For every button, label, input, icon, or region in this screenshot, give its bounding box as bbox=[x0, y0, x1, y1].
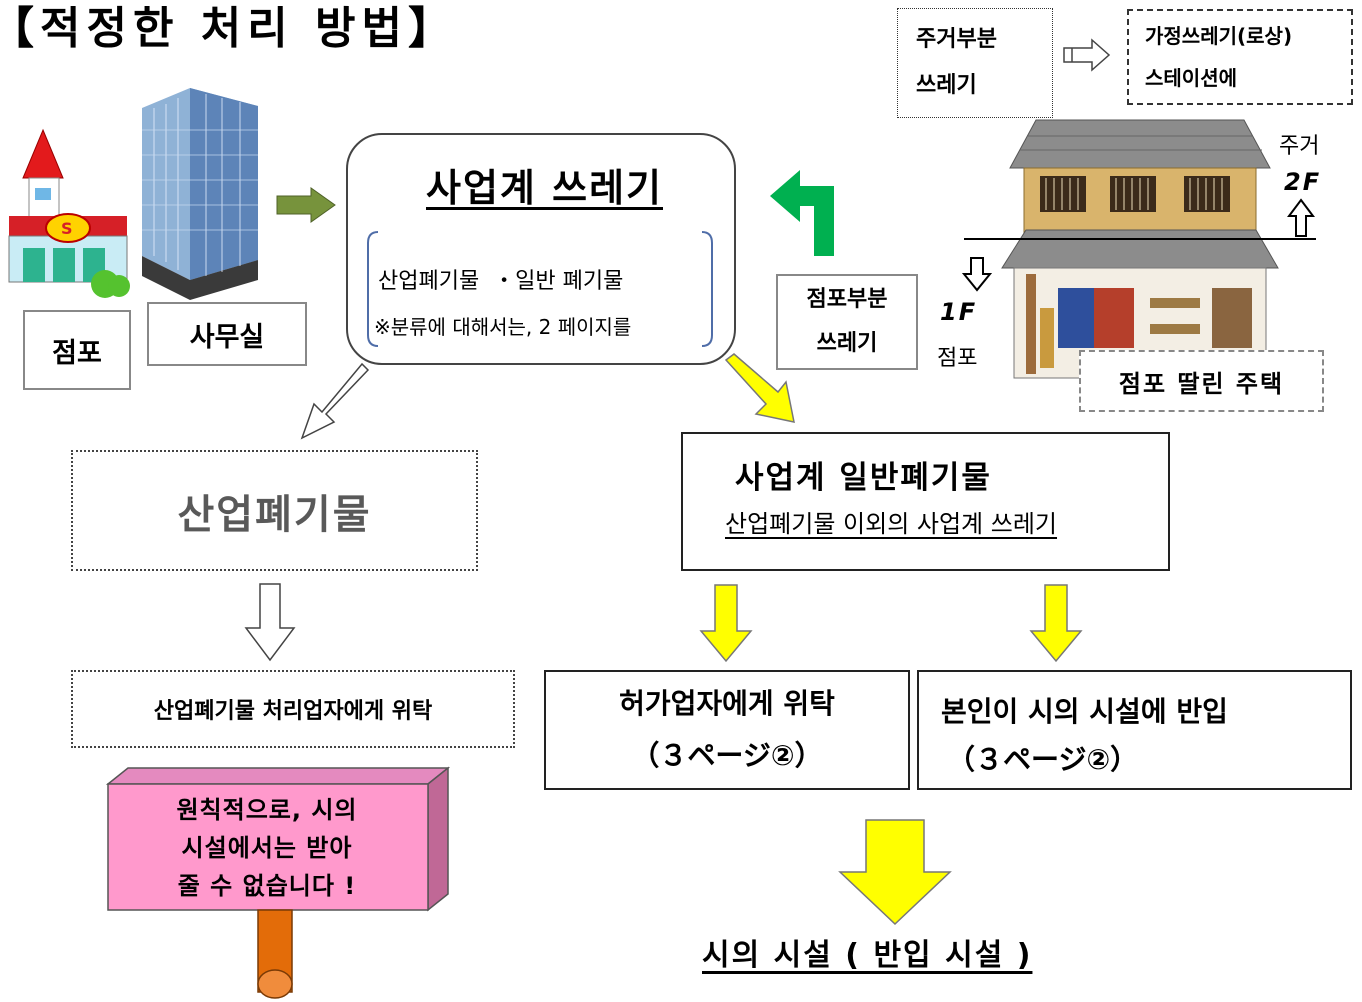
yellow-down-right-arrow-icon bbox=[724, 353, 795, 423]
sign-illustration bbox=[105, 766, 451, 999]
business-waste-title: 사업계 쓰레기 bbox=[426, 166, 663, 210]
sign-line-3: 줄 수 없습니다 ! bbox=[177, 872, 357, 900]
business-waste-box: 사업계 쓰레기 산업폐기물 ・일반 폐기물 ※분류에 대해서는, 2 페이지를 bbox=[346, 133, 736, 365]
general-waste-title: 사업계 일반폐기물 bbox=[735, 460, 992, 496]
self-delivery-box: 본인이 시의 시설에 반입 （３ページ②） bbox=[917, 670, 1352, 790]
business-waste-note: ※분류에 대해서는, 2 페이지를 bbox=[374, 315, 632, 339]
industrial-waste-box: 산업폐기물 bbox=[71, 450, 478, 571]
city-facility-label: 시의 시설 ( 반입 시설 ) bbox=[702, 938, 1033, 973]
sign-line-1: 원칙적으로, 시의 bbox=[176, 796, 358, 824]
white-right-arrow-icon bbox=[1063, 38, 1111, 72]
sign-line-2: 시설에서는 받아 bbox=[181, 834, 353, 862]
office-building-illustration bbox=[142, 88, 258, 300]
yellow-down-arrow-icon-2 bbox=[1029, 584, 1083, 663]
business-waste-items: 산업폐기물 ・일반 폐기물 bbox=[378, 269, 624, 294]
residential-waste-label-2: 쓰레기 bbox=[916, 73, 977, 98]
household-station-box: 가정쓰레기(로상) 스테이션에 bbox=[1127, 9, 1353, 105]
household-station-label-1: 가정쓰레기(로상) bbox=[1145, 24, 1293, 48]
yellow-big-down-arrow-icon bbox=[838, 819, 952, 926]
down-arrow-icon bbox=[961, 257, 993, 292]
residential-waste-label-1: 주거부분 bbox=[916, 27, 997, 52]
upper-floor-number: 2F bbox=[1284, 168, 1322, 196]
shop-part-waste-box: 점포부분 쓰레기 bbox=[776, 274, 918, 370]
general-waste-box: 사업계 일반폐기물 산업폐기물 이외의 사업계 쓰레기 bbox=[681, 432, 1170, 571]
office-label-box: 사무실 bbox=[147, 302, 307, 366]
lower-floor-number: 1F bbox=[940, 298, 978, 326]
household-station-label-2: 스테이션에 bbox=[1145, 66, 1237, 90]
shop-house-caption-box: 점포 딸린 주택 bbox=[1079, 350, 1324, 412]
lower-floor-label: 점포 bbox=[937, 346, 978, 371]
white-down-left-arrow-icon bbox=[300, 362, 370, 440]
page-title: 【적정한 처리 방법】 bbox=[0, 3, 458, 54]
store-label-box: 점포 bbox=[23, 310, 131, 390]
self-delivery-label: 본인이 시의 시설에 반입 bbox=[941, 695, 1228, 728]
licensed-contractor-page: （３ページ②） bbox=[631, 739, 823, 772]
yellow-down-arrow-icon-1 bbox=[699, 584, 753, 663]
upper-floor-label: 주거 bbox=[1279, 134, 1320, 159]
self-delivery-page: （３ページ②） bbox=[947, 743, 1139, 776]
licensed-contractor-label: 허가업자에게 위탁 bbox=[619, 687, 835, 720]
white-down-arrow-icon-1 bbox=[244, 583, 296, 662]
svg-text:S: S bbox=[61, 219, 73, 238]
shop-part-label-1: 점포부분 bbox=[806, 287, 888, 312]
right-bracket bbox=[701, 231, 713, 347]
sign-text: 원칙적으로, 시의 시설에서는 받아 줄 수 없습니다 ! bbox=[108, 786, 426, 910]
floor-divider bbox=[964, 238, 1316, 240]
store-illustration: S bbox=[8, 128, 130, 298]
green-turn-arrow-icon bbox=[770, 170, 834, 256]
up-arrow-icon bbox=[1287, 198, 1315, 237]
left-bracket bbox=[367, 231, 379, 347]
olive-right-arrow-icon bbox=[276, 187, 336, 223]
shop-part-label-2: 쓰레기 bbox=[816, 331, 878, 356]
industrial-contractor-box: 산업폐기물 처리업자에게 위탁 bbox=[71, 670, 515, 748]
licensed-contractor-box: 허가업자에게 위탁 （３ページ②） bbox=[544, 670, 910, 790]
shop-house-illustration bbox=[1001, 119, 1279, 379]
general-waste-subtitle: 산업폐기물 이외의 사업계 쓰레기 bbox=[725, 510, 1058, 538]
residential-waste-box: 주거부분 쓰레기 bbox=[897, 8, 1053, 118]
